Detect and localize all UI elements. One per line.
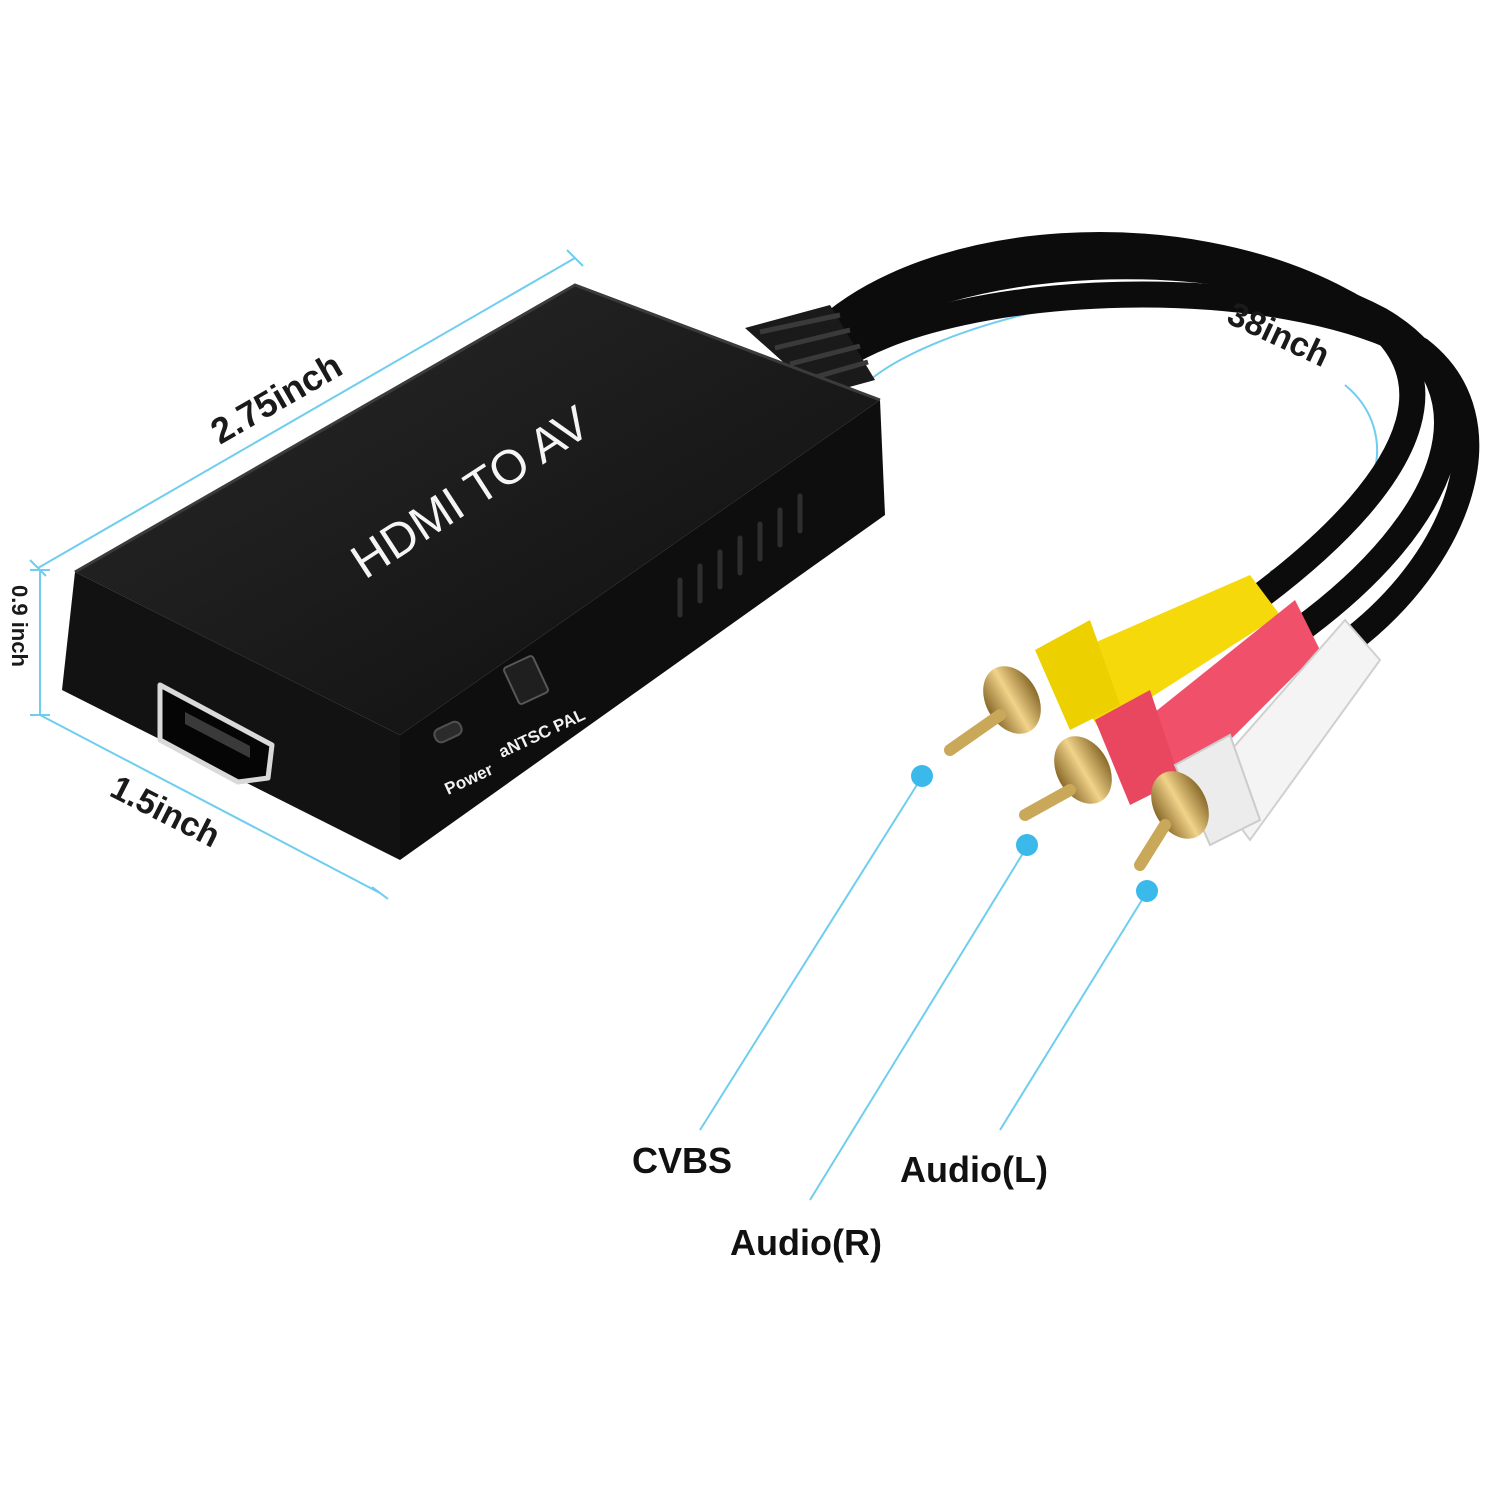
cvbs-label: CVBS [632, 1140, 732, 1181]
converter-box: HDMI TO AV Power aNTSC PAL [62, 283, 885, 860]
callout-dots [911, 765, 1158, 902]
ntsc-pal-switch [503, 655, 549, 705]
vent-slots [677, 493, 803, 618]
av-cables [807, 232, 1480, 658]
hdmi-port [157, 682, 275, 785]
audio-r-label: Audio(R) [730, 1222, 882, 1263]
power-led [433, 720, 463, 744]
rca-plug-yellow [944, 575, 1280, 756]
strain-relief [745, 305, 875, 395]
rca-plug-white [1134, 618, 1382, 871]
height-label: 0.9 inch [7, 585, 32, 667]
callouts [699, 779, 1146, 1201]
audio-l-label: Audio(L) [900, 1149, 1048, 1190]
